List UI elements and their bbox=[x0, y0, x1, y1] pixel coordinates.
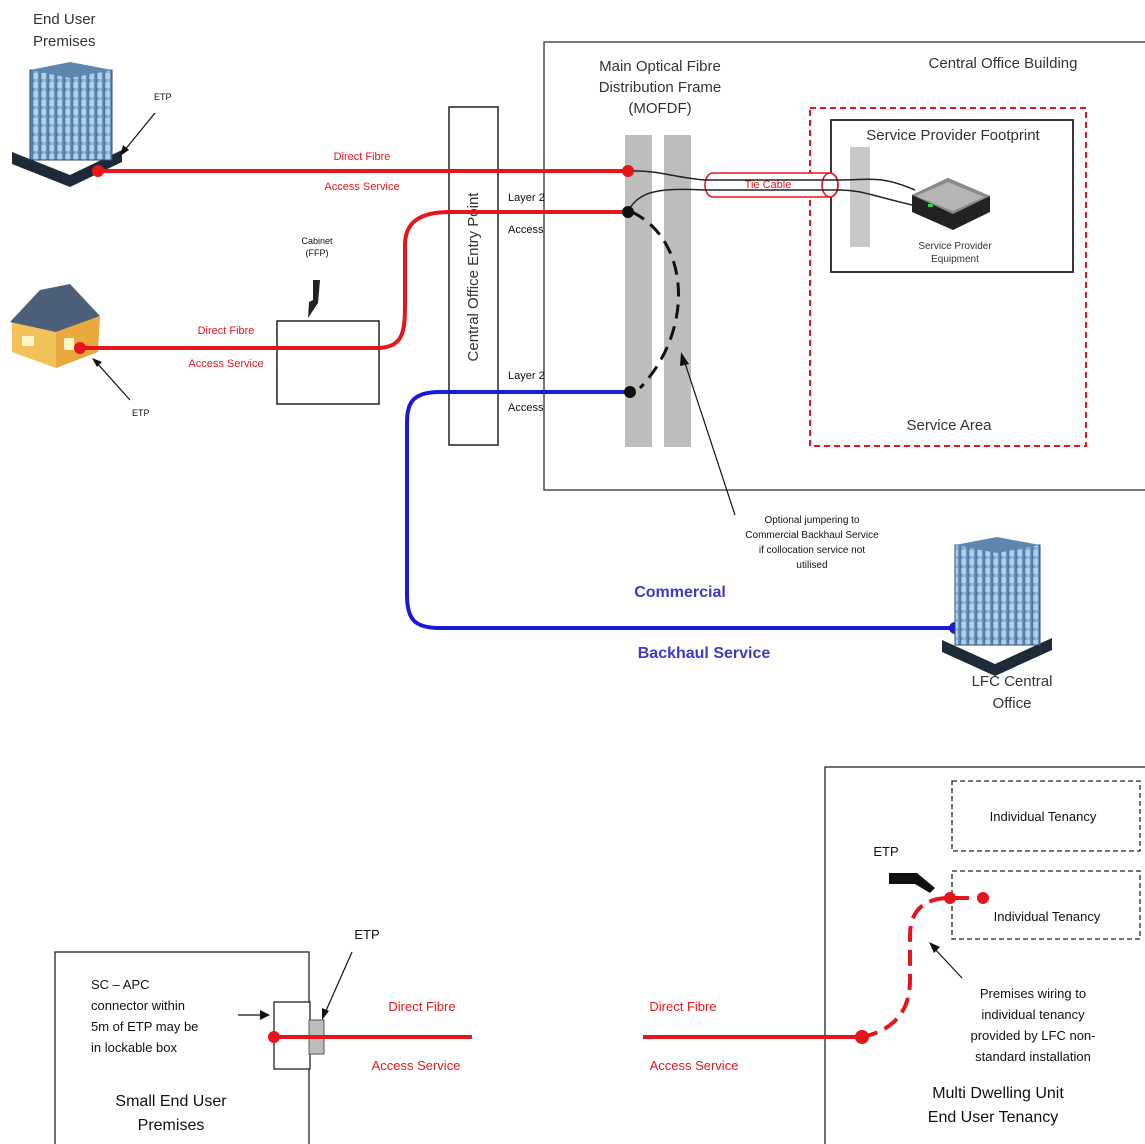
individual-tenancy-box-2 bbox=[951, 870, 1141, 940]
individual-tenancy-label-2: Individual Tenancy bbox=[994, 909, 1101, 924]
network-equipment-icon bbox=[912, 178, 990, 230]
sc-apc-line2: connector within bbox=[91, 998, 185, 1013]
optional-jumpering-line3: if collocation service not bbox=[759, 545, 865, 556]
mdu-label-line1: Multi Dwelling Unit bbox=[932, 1085, 1064, 1102]
service-area-label: Service Area bbox=[906, 417, 992, 434]
etp-left-arrow bbox=[324, 951, 353, 1014]
etp-office-arrowhead bbox=[120, 145, 129, 156]
layer2-connect-dot-bottom bbox=[624, 386, 636, 398]
backhaul-line bbox=[405, 390, 955, 630]
etp-right-label: ETP bbox=[873, 844, 898, 859]
premises-wiring-line bbox=[861, 896, 983, 1039]
mofdf-bar-left bbox=[625, 135, 652, 447]
tenancy-dot-b bbox=[977, 892, 989, 904]
etp-house-label: ETP bbox=[132, 408, 150, 418]
access-service-label-1: Access Service bbox=[324, 181, 399, 193]
access-service-label-2: Access Service bbox=[188, 358, 263, 370]
individual-tenancy-box-1 bbox=[951, 780, 1141, 852]
layer2-label-bottom: Layer 2 bbox=[508, 370, 545, 382]
premises-wiring-line1: Premises wiring to bbox=[980, 986, 1086, 1001]
central-office-building-label: Central Office Building bbox=[929, 55, 1078, 72]
cabinet-pointer bbox=[308, 280, 320, 318]
access-label-bottom: Access bbox=[508, 402, 544, 414]
direct-fibre-label-1: Direct Fibre bbox=[334, 151, 391, 163]
end-user-premises-line1: End User bbox=[33, 11, 96, 28]
central-office-entry-point-label: Central Office Entry Point bbox=[465, 192, 482, 362]
etp-right-pointer bbox=[889, 873, 935, 893]
mofdf-label-line2: Distribution Frame bbox=[599, 79, 722, 96]
cabinet-label-line1: Cabinet bbox=[301, 236, 333, 246]
etp-office-dot bbox=[92, 165, 104, 177]
lfc-central-office-line1: LFC Central bbox=[972, 673, 1053, 690]
layer2-connect-dot-top bbox=[622, 206, 634, 218]
etp-house-dot bbox=[74, 342, 86, 354]
small-end-user-line1: Small End User bbox=[115, 1093, 227, 1110]
service-area-box bbox=[809, 107, 1087, 447]
optional-jumpering-line1: Optional jumpering to bbox=[764, 515, 859, 526]
commercial-label: Commercial bbox=[634, 584, 726, 601]
individual-tenancy-label-1: Individual Tenancy bbox=[990, 809, 1097, 824]
backhaul-service-label: Backhaul Service bbox=[638, 645, 771, 662]
tie-cable-label: Tie Cable bbox=[745, 179, 792, 191]
layer2-label-top: Layer 2 bbox=[508, 192, 545, 204]
mdu-label-line2: End User Tenancy bbox=[928, 1109, 1058, 1126]
sc-apc-line3: 5m of ETP may be bbox=[91, 1019, 198, 1034]
service-provider-equipment-line2: Equipment bbox=[931, 254, 979, 265]
mofdf-label-line1: Main Optical Fibre bbox=[599, 58, 721, 75]
office-building-icon bbox=[942, 537, 1052, 676]
optional-jumpering-line4: utilised bbox=[796, 560, 827, 571]
premises-wiring-line2: individual tenancy bbox=[981, 1007, 1085, 1022]
optional-jumpering-arrowhead bbox=[680, 352, 689, 366]
end-user-premises-line2: Premises bbox=[33, 33, 96, 50]
etp-office-label: ETP bbox=[154, 92, 172, 102]
access-service-label-right: Access Service bbox=[650, 1058, 739, 1073]
sc-apc-dot bbox=[268, 1031, 280, 1043]
premises-wiring-arrowhead bbox=[929, 942, 940, 953]
optional-jumpering-line2: Commercial Backhaul Service bbox=[745, 530, 879, 541]
direct-fibre-label-right: Direct Fibre bbox=[649, 999, 716, 1014]
house-icon bbox=[10, 284, 100, 368]
etp-house-arrow bbox=[95, 361, 131, 401]
premises-wiring-line3: provided by LFC non- bbox=[970, 1028, 1095, 1043]
cabinet-box bbox=[276, 320, 380, 405]
sp-frame-bar bbox=[850, 147, 870, 247]
premises-wiring-arrow bbox=[933, 947, 963, 979]
etp-office-arrow bbox=[123, 112, 156, 152]
central-office-building-box bbox=[543, 41, 1145, 491]
direct-fibre-label-2: Direct Fibre bbox=[198, 325, 255, 337]
small-end-user-line2: Premises bbox=[138, 1117, 205, 1134]
tie-cable-wire-a bbox=[627, 170, 916, 191]
direct-fibre-line-2 bbox=[80, 210, 628, 350]
office-building-icon bbox=[12, 62, 122, 187]
service-provider-equipment-line1: Service Provider bbox=[918, 241, 992, 252]
sc-apc-line1: SC – APC bbox=[91, 977, 150, 992]
central-office-entry-point-box bbox=[448, 106, 499, 446]
access-label-top: Access bbox=[508, 224, 544, 236]
premises-wiring-line4: standard installation bbox=[975, 1049, 1091, 1064]
lfc-central-office-line2: Office bbox=[993, 695, 1032, 712]
tie-cable-end bbox=[821, 172, 839, 198]
service-provider-footprint-label: Service Provider Footprint bbox=[866, 127, 1040, 144]
sc-apc-line4: in lockable box bbox=[91, 1040, 177, 1055]
mofdf-label-line3: (MOFDF) bbox=[628, 100, 691, 117]
tenancy-dot-a bbox=[944, 892, 956, 904]
etp-left-label: ETP bbox=[354, 927, 379, 942]
cabinet-label-line2: (FFP) bbox=[306, 248, 329, 258]
access-service-label-left: Access Service bbox=[372, 1058, 461, 1073]
sc-apc-arrowhead bbox=[260, 1010, 270, 1020]
tie-cable-wire-b bbox=[627, 188, 913, 212]
optional-jumper-line bbox=[631, 210, 680, 390]
etp-house-arrowhead bbox=[92, 358, 102, 367]
mofdf-connect-dot-1 bbox=[622, 165, 634, 177]
optional-jumpering-arrow bbox=[683, 359, 736, 516]
direct-fibre-label-left: Direct Fibre bbox=[388, 999, 455, 1014]
etp-left-arrowhead bbox=[322, 1008, 329, 1020]
